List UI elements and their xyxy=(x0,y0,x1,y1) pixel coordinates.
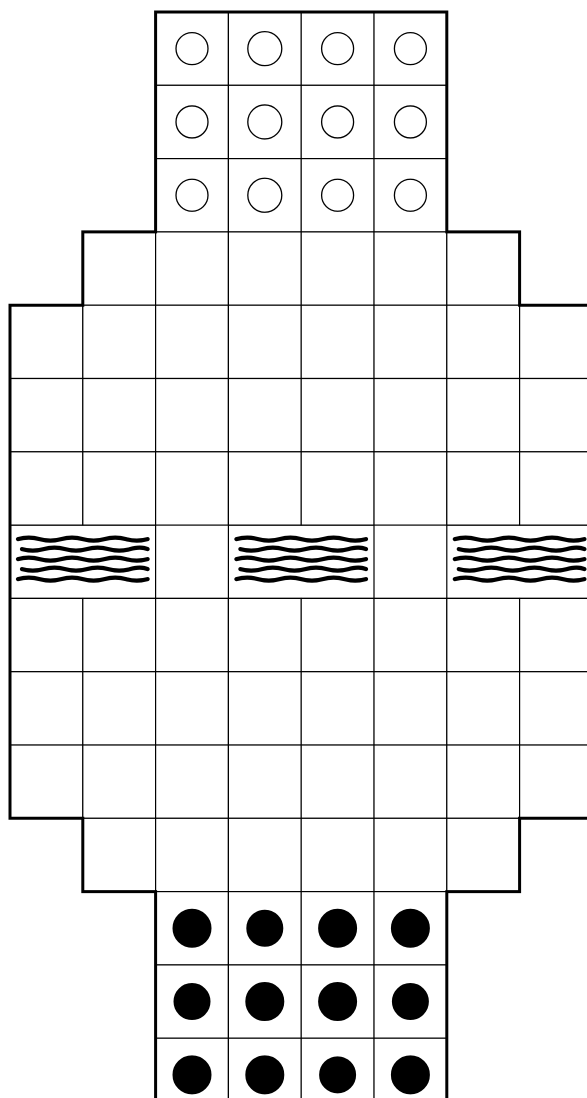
board-cell[interactable] xyxy=(156,745,229,818)
river-segment[interactable] xyxy=(228,525,374,598)
board-cell[interactable] xyxy=(156,672,229,745)
board-cell[interactable] xyxy=(447,598,520,671)
white-stone-icon[interactable] xyxy=(176,179,208,211)
board-cell[interactable] xyxy=(156,305,229,378)
board-cell[interactable] xyxy=(83,305,156,378)
river xyxy=(10,525,587,598)
white-stone-icon[interactable] xyxy=(176,33,208,65)
black-stone-icon[interactable] xyxy=(173,1056,211,1094)
board-cell[interactable] xyxy=(156,379,229,452)
board-cell[interactable] xyxy=(374,598,447,671)
board-cell[interactable] xyxy=(447,305,520,378)
board-cell[interactable] xyxy=(301,379,374,452)
white-stone-icon[interactable] xyxy=(176,106,208,138)
board-cell[interactable] xyxy=(10,672,83,745)
board-cell[interactable] xyxy=(83,672,156,745)
river-segment[interactable] xyxy=(447,525,587,598)
board-cell[interactable] xyxy=(83,818,156,891)
board-cell[interactable] xyxy=(10,745,83,818)
water-waves-icon xyxy=(18,538,148,581)
board-cell[interactable] xyxy=(228,672,301,745)
board-cell[interactable] xyxy=(228,745,301,818)
board-cell[interactable] xyxy=(374,452,447,525)
river-segment[interactable] xyxy=(10,525,156,598)
board-cell[interactable] xyxy=(156,598,229,671)
board-cell[interactable] xyxy=(228,598,301,671)
board-cell[interactable] xyxy=(83,379,156,452)
board-cell[interactable] xyxy=(374,818,447,891)
black-stone-icon[interactable] xyxy=(247,910,283,946)
black-stone-icon[interactable] xyxy=(174,984,210,1020)
board-cell[interactable] xyxy=(374,305,447,378)
board-cell[interactable] xyxy=(520,672,587,745)
board-cell[interactable] xyxy=(10,379,83,452)
board-cell[interactable] xyxy=(156,818,229,891)
board-cell[interactable] xyxy=(520,745,587,818)
board-cell[interactable] xyxy=(228,232,301,305)
board-cell[interactable] xyxy=(10,305,83,378)
board-cell[interactable] xyxy=(447,745,520,818)
water-waves-icon xyxy=(455,538,585,581)
board-cell[interactable] xyxy=(374,525,447,598)
board-cell[interactable] xyxy=(301,232,374,305)
board-cell[interactable] xyxy=(10,598,83,671)
board-cell[interactable] xyxy=(447,379,520,452)
board-cell[interactable] xyxy=(520,305,587,378)
black-stone-icon[interactable] xyxy=(392,984,428,1020)
board-cell[interactable] xyxy=(301,672,374,745)
white-stone-icon[interactable] xyxy=(322,33,354,65)
board-cell[interactable] xyxy=(301,598,374,671)
board-cell[interactable] xyxy=(83,745,156,818)
board-cell[interactable] xyxy=(374,672,447,745)
board-grid xyxy=(10,12,587,1098)
board-cell[interactable] xyxy=(374,745,447,818)
board-cell[interactable] xyxy=(83,452,156,525)
white-stone-icon[interactable] xyxy=(248,105,282,139)
board-cell[interactable] xyxy=(156,232,229,305)
board-cell[interactable] xyxy=(228,305,301,378)
board-cell[interactable] xyxy=(447,232,520,305)
black-stone-icon[interactable] xyxy=(320,1057,356,1093)
white-stone-icon[interactable] xyxy=(322,106,354,138)
board-cell[interactable] xyxy=(83,232,156,305)
white-stone-icon[interactable] xyxy=(248,178,282,212)
board-cell[interactable] xyxy=(447,452,520,525)
board-cell[interactable] xyxy=(10,452,83,525)
board-cell[interactable] xyxy=(520,379,587,452)
black-stone-icon[interactable] xyxy=(391,909,429,947)
black-stone-icon[interactable] xyxy=(246,983,284,1021)
board-cell[interactable] xyxy=(228,379,301,452)
board-cell[interactable] xyxy=(447,818,520,891)
board-cell[interactable] xyxy=(228,452,301,525)
white-stone-icon[interactable] xyxy=(394,106,426,138)
board-cell[interactable] xyxy=(156,452,229,525)
water-waves-icon xyxy=(236,538,366,581)
board-cell[interactable] xyxy=(374,379,447,452)
black-stone-icon[interactable] xyxy=(246,1056,284,1094)
black-stone-icon[interactable] xyxy=(319,983,357,1021)
board-cell[interactable] xyxy=(447,672,520,745)
board-cell[interactable] xyxy=(520,598,587,671)
board-cell[interactable] xyxy=(520,452,587,525)
black-stone-icon[interactable] xyxy=(173,909,211,947)
board-cell[interactable] xyxy=(228,818,301,891)
white-stone-icon[interactable] xyxy=(394,33,426,65)
black-stone-icon[interactable] xyxy=(319,909,357,947)
white-stone-icon[interactable] xyxy=(394,179,426,211)
board-cell[interactable] xyxy=(83,598,156,671)
board-cell[interactable] xyxy=(374,232,447,305)
board-cell[interactable] xyxy=(301,745,374,818)
board-cell[interactable] xyxy=(301,452,374,525)
board-cell[interactable] xyxy=(301,818,374,891)
black-stone-icon[interactable] xyxy=(391,1056,429,1094)
white-stone-icon[interactable] xyxy=(322,179,354,211)
white-stone-icon[interactable] xyxy=(248,32,282,66)
board-cell[interactable] xyxy=(156,525,229,598)
board-cell[interactable] xyxy=(301,305,374,378)
